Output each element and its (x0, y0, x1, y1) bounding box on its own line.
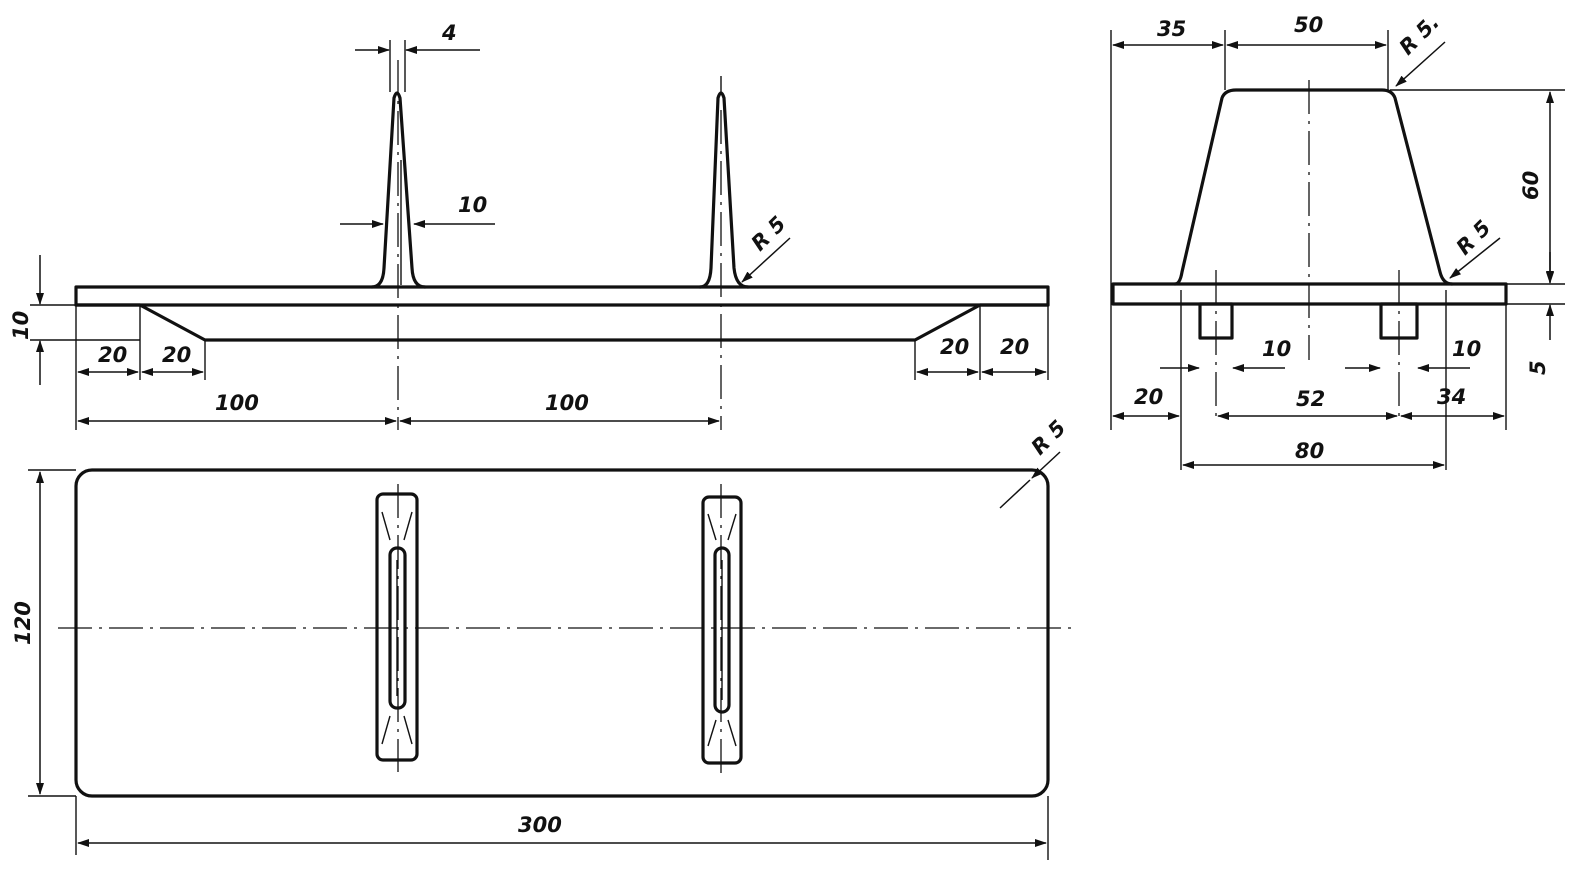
dim-height: 60 (1519, 171, 1543, 200)
dim-length: 300 (518, 813, 562, 837)
dim-slot-left: 10 (1262, 337, 1291, 361)
trapezoid-body (1173, 88, 1454, 286)
dim-corner-fillet: R 5 (1027, 416, 1071, 460)
board-bottom-profile (74, 303, 1050, 342)
dim-chamfer-right-a: 20 (940, 335, 969, 359)
dim-slot-right: 10 (1452, 337, 1481, 361)
fin-plate-right (701, 484, 743, 775)
dim-span-right: 100 (545, 391, 589, 415)
dim-chamfer-left-b: 20 (162, 343, 191, 367)
dim-fin-base: 10 (458, 193, 487, 217)
dim-arrow-fillet (741, 237, 791, 283)
dim-fin-tip: 4 (441, 21, 457, 45)
dim-plate-thickness: 5 (1526, 360, 1550, 375)
board-front (74, 285, 1050, 307)
dim-top-fillet: R 5. (1395, 10, 1445, 60)
fin-plate-left (375, 484, 419, 772)
dim-left-offset: 35 (1157, 17, 1186, 41)
dim-span-left: 100 (215, 391, 259, 415)
board-plan (74, 468, 1050, 798)
front-view: 4 10 R 5 10 20 20 20 20 100 (9, 21, 1050, 430)
dim-edge-right: 34 (1437, 385, 1466, 409)
dim-slot-spacing: 52 (1296, 387, 1325, 411)
dim-arrow-corner-fillet (1031, 451, 1061, 479)
fin-left (370, 91, 427, 289)
dim-board-thickness: 10 (9, 311, 33, 340)
dim-chamfer-left-a: 20 (98, 343, 127, 367)
dim-base-width: 80 (1295, 439, 1324, 463)
dim-arrow-bottom-fillet (1449, 237, 1501, 279)
dim-fillet: R 5 (747, 212, 791, 256)
dim-width: 120 (11, 601, 35, 645)
side-view: 35 50 R 5. R 5 60 5 10 10 20 52 (1110, 10, 1565, 470)
dim-bottom-fillet: R 5 (1452, 216, 1496, 260)
dim-chamfer-right-b: 20 (1000, 335, 1029, 359)
fin-right (698, 91, 750, 289)
plan-view: R 5 120 300 (11, 416, 1072, 860)
dim-top-width: 50 (1294, 13, 1323, 37)
dim-arrow-top-fillet (1395, 41, 1446, 87)
dim-edge-left: 20 (1134, 385, 1163, 409)
